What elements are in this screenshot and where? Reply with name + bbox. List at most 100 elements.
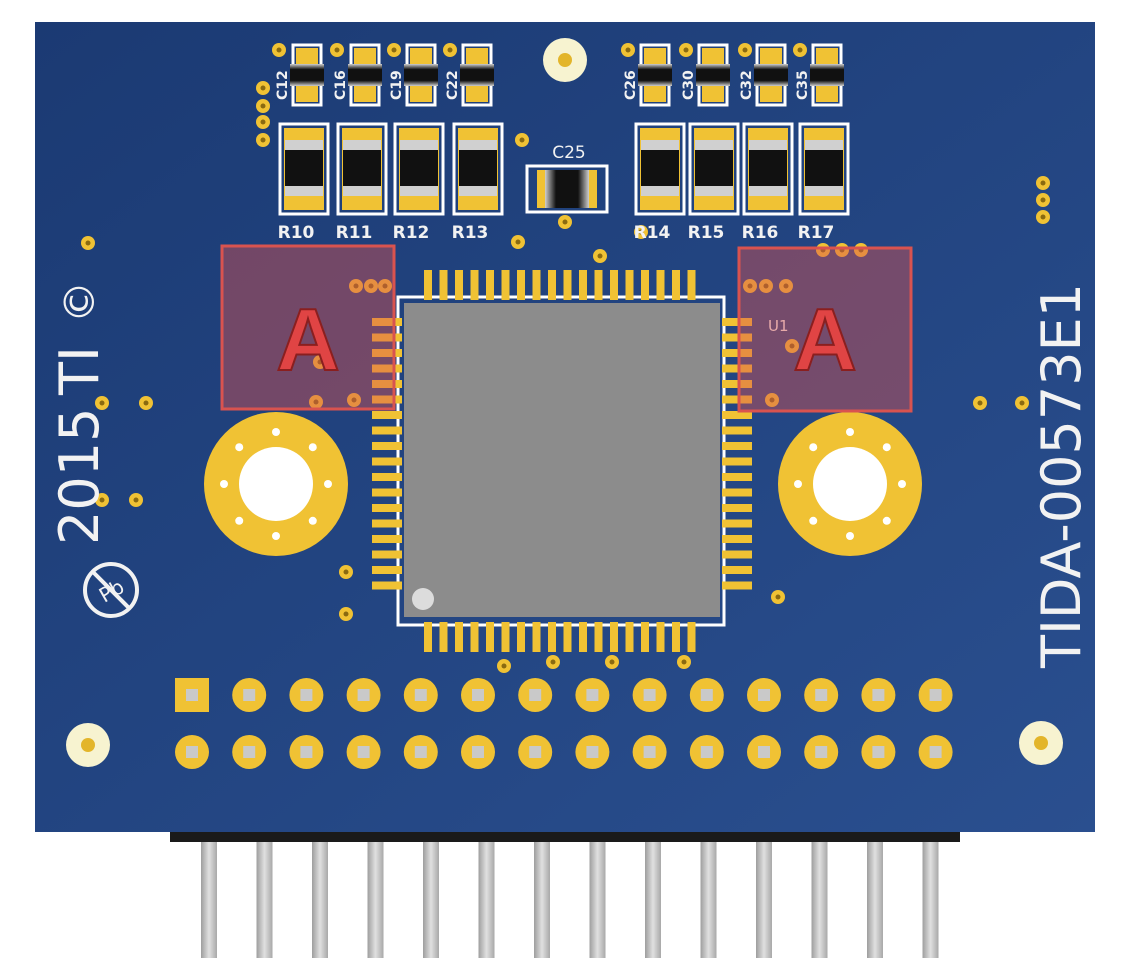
via-drill bbox=[334, 47, 340, 53]
copyright-brand: TI bbox=[48, 346, 111, 396]
ic-pin bbox=[372, 333, 402, 342]
ic-pin bbox=[372, 426, 402, 435]
ic-pin bbox=[372, 535, 402, 543]
header-pad bbox=[461, 735, 495, 769]
ic-pin bbox=[722, 333, 752, 342]
cap-label: C32 bbox=[739, 70, 755, 100]
header-pin bbox=[645, 838, 661, 958]
header-pad bbox=[461, 678, 495, 712]
ic-pin bbox=[722, 535, 752, 543]
resistor-r16: R16 bbox=[742, 122, 794, 243]
resistor-label: R10 bbox=[278, 223, 315, 243]
ic-pin bbox=[579, 622, 587, 652]
header-pad bbox=[632, 678, 667, 712]
mount-via bbox=[308, 443, 317, 452]
via-drill bbox=[85, 240, 91, 246]
header-pad bbox=[518, 678, 553, 712]
via-drill bbox=[797, 47, 803, 53]
header-pin bbox=[367, 838, 384, 958]
capacitor-c30: C30 bbox=[681, 43, 730, 107]
ic-pin bbox=[625, 622, 634, 652]
resistor-label: R16 bbox=[742, 223, 779, 243]
ic-pin bbox=[656, 270, 665, 300]
ic-pin bbox=[372, 457, 402, 466]
ic-pin bbox=[722, 519, 752, 528]
resistor-r10: R10 bbox=[278, 122, 330, 243]
ic-pin bbox=[372, 566, 402, 574]
ic-pin bbox=[455, 270, 463, 300]
ic-pin bbox=[722, 504, 752, 512]
via-drill bbox=[447, 47, 453, 53]
header-pad bbox=[918, 735, 953, 769]
header-pad bbox=[289, 678, 324, 712]
ic-pin bbox=[501, 622, 510, 652]
header-pin bbox=[922, 838, 939, 958]
header-pin bbox=[312, 838, 328, 958]
capacitor-c19: C19 bbox=[389, 43, 438, 107]
header-pad bbox=[403, 735, 438, 769]
ic-pin bbox=[486, 622, 494, 652]
ic-pin bbox=[372, 519, 402, 528]
via-drill bbox=[260, 137, 266, 143]
capacitor-c22: C22 bbox=[445, 43, 494, 107]
copyright-year: 2015 bbox=[48, 408, 111, 545]
resistor-r15: R15 bbox=[688, 122, 740, 243]
via-drill bbox=[683, 47, 689, 53]
header-pad bbox=[175, 735, 209, 769]
mount-via bbox=[809, 443, 818, 452]
via-drill bbox=[351, 397, 357, 403]
part-number: TIDA-00573E1 bbox=[1030, 283, 1093, 669]
ic-pin bbox=[517, 622, 525, 652]
cap-label: C26 bbox=[623, 70, 639, 100]
via-drill bbox=[977, 400, 983, 406]
header-pad bbox=[861, 735, 896, 769]
ic-pin bbox=[372, 488, 402, 497]
ic-pin bbox=[722, 488, 752, 497]
ic-pin bbox=[722, 364, 752, 373]
ic-pin bbox=[372, 411, 402, 419]
ic-pin bbox=[455, 622, 463, 652]
ic-pin bbox=[594, 622, 603, 652]
ic-pin bbox=[372, 473, 402, 481]
ic-pin bbox=[641, 622, 649, 652]
pb-free-icon: Pb bbox=[83, 562, 139, 618]
via-drill bbox=[763, 283, 769, 289]
mount-via bbox=[846, 532, 854, 540]
marker-left: A bbox=[220, 244, 396, 411]
ic-pin bbox=[563, 270, 572, 300]
ic-pin bbox=[641, 270, 649, 300]
via-drill bbox=[368, 283, 374, 289]
via-drill bbox=[519, 137, 525, 143]
via-drill bbox=[597, 253, 603, 259]
via-drill bbox=[501, 663, 507, 669]
resistor-r13: R13 bbox=[452, 122, 504, 243]
via-drill bbox=[638, 229, 644, 235]
ic-pin bbox=[722, 473, 752, 481]
header-pad bbox=[804, 735, 839, 769]
cap-label: C12 bbox=[275, 70, 291, 100]
header-pins bbox=[201, 838, 939, 958]
via-drill bbox=[769, 397, 775, 403]
ic-pin bbox=[579, 270, 587, 300]
ic-pin bbox=[372, 504, 402, 512]
header-pin bbox=[423, 838, 439, 958]
mount-via bbox=[846, 428, 854, 436]
ic-pin bbox=[722, 550, 752, 559]
resistor-label: R17 bbox=[798, 223, 835, 243]
pin1-marker bbox=[412, 588, 434, 610]
header-pad bbox=[346, 735, 381, 769]
header-pad bbox=[918, 678, 953, 712]
via-drill bbox=[783, 283, 789, 289]
vias bbox=[81, 43, 1050, 673]
resistor-label: R13 bbox=[452, 223, 489, 243]
via-drill bbox=[99, 497, 105, 503]
header-pin bbox=[201, 838, 217, 958]
header-pads bbox=[175, 678, 953, 769]
resistor-label: R11 bbox=[336, 223, 373, 243]
mount-via bbox=[308, 516, 317, 525]
fiducial-right bbox=[1019, 721, 1063, 765]
via-drill bbox=[775, 594, 781, 600]
